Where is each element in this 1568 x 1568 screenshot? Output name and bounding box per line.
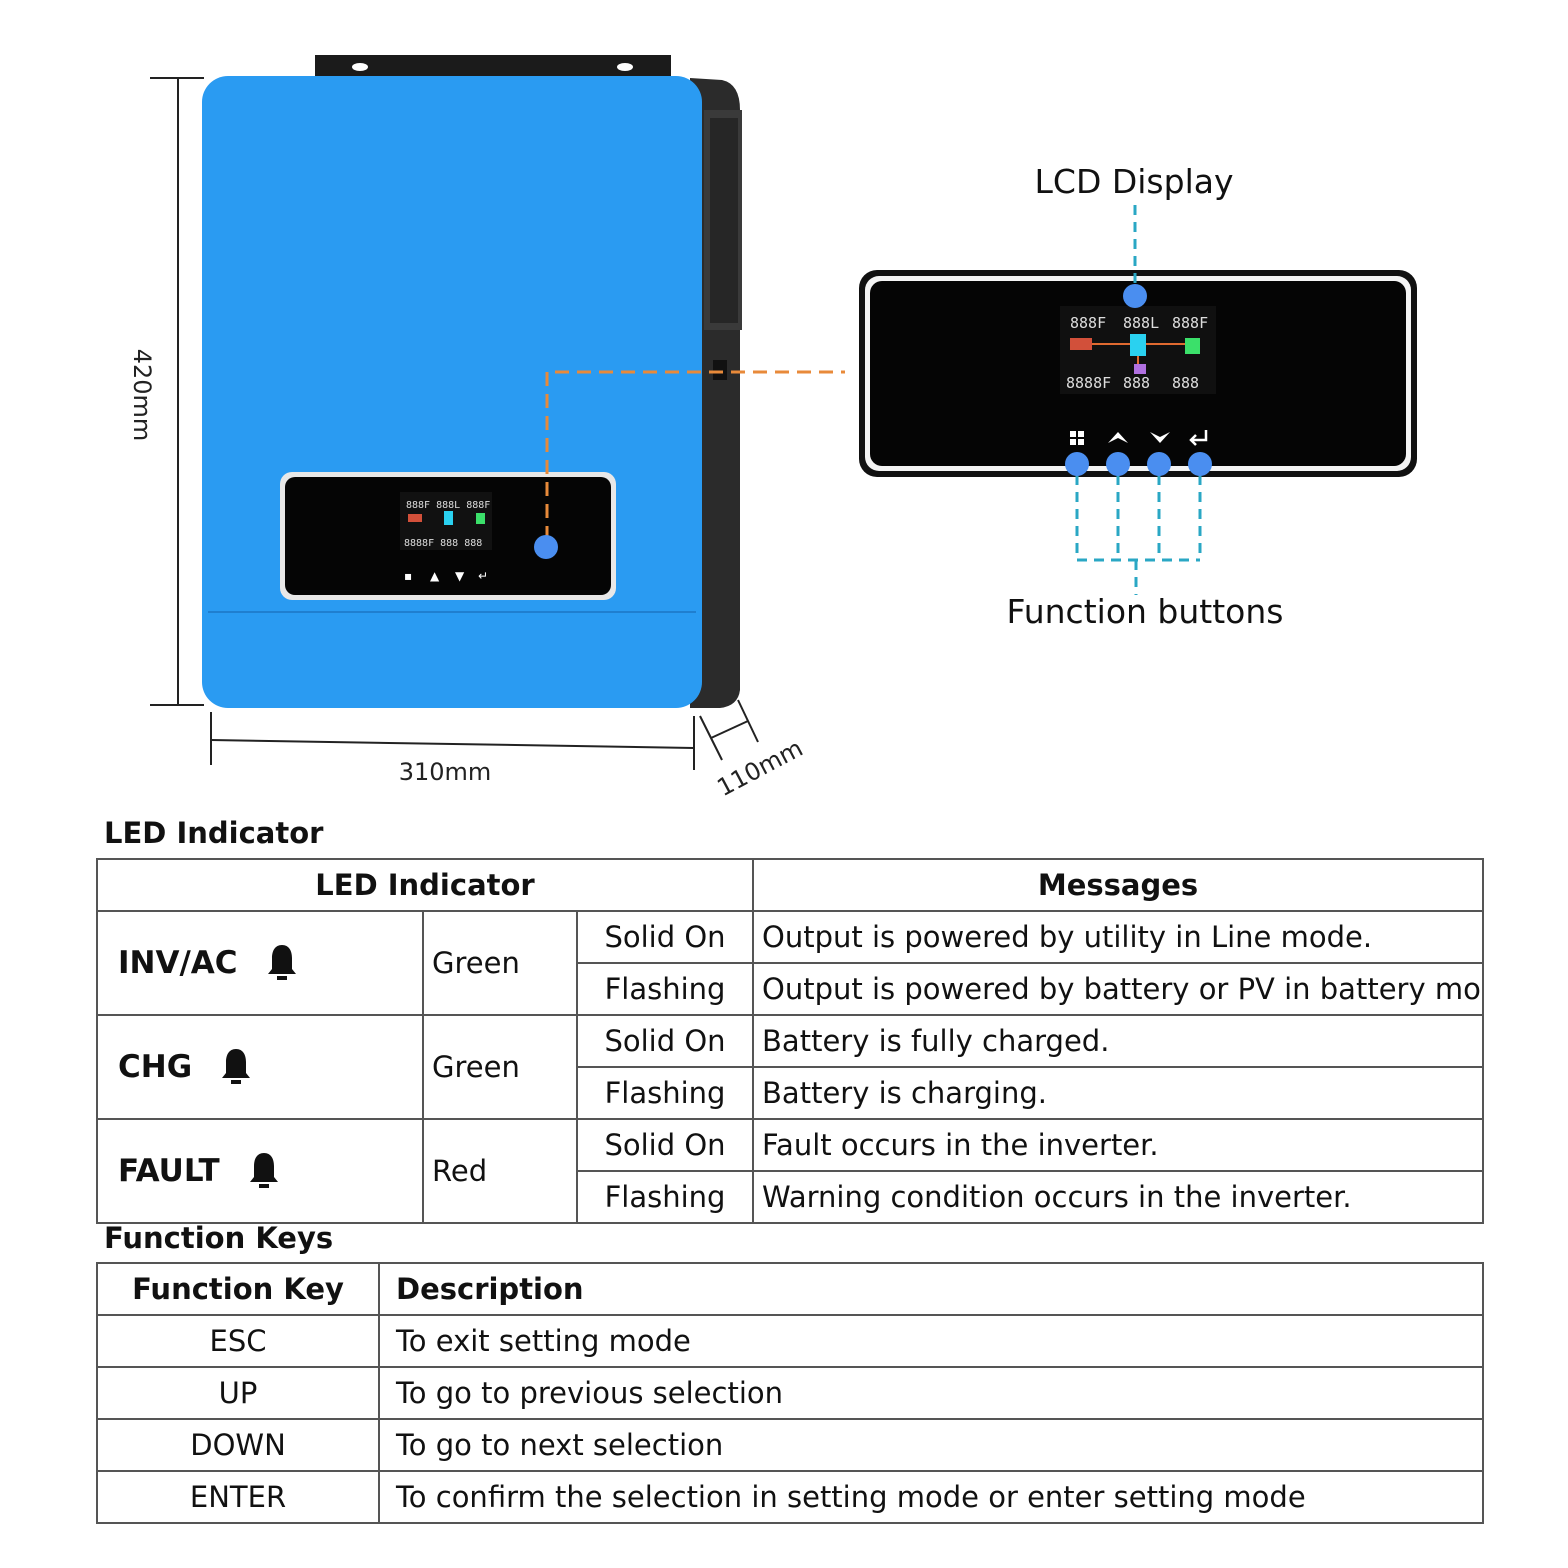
function-keys-title: Function Keys: [104, 1221, 334, 1255]
led-message-cell: Battery is fully charged.: [752, 1014, 1485, 1068]
svg-text:8888F 888 888: 8888F 888 888: [404, 538, 482, 549]
svg-text:888F 888L 888F: 888F 888L 888F: [406, 500, 490, 511]
table-header-row: LED Indicator Messages: [95, 858, 1485, 912]
led-name-cell: CHG: [96, 1014, 424, 1120]
function-description-cell: To exit setting mode: [378, 1314, 1484, 1368]
table-row: FAULT Red Solid On Fault occurs in the i…: [96, 1118, 1485, 1224]
indicator-dot: [534, 535, 558, 559]
function-key-cell: ESC: [96, 1314, 380, 1368]
led-color-cell: Green: [422, 910, 578, 1016]
messages-header: Messages: [752, 858, 1485, 912]
enter-button[interactable]: [1188, 452, 1212, 476]
table-row: UP To go to previous selection: [96, 1366, 1484, 1420]
table-row: Flashing Warning condition occurs in the…: [97, 1170, 1485, 1224]
led-state-cell: Solid On: [575, 1118, 755, 1172]
led-message-cell: Fault occurs in the inverter.: [752, 1118, 1485, 1172]
led-message-cell: Battery is charging.: [752, 1066, 1485, 1120]
height-dimension: 420mm: [128, 348, 156, 442]
svg-text:▼: ▼: [455, 569, 465, 583]
led-message-cell: Output is powered by utility in Line mod…: [752, 910, 1485, 964]
menu-grid-icon: [1070, 431, 1084, 445]
lcd-segment-6: 888: [1172, 374, 1199, 392]
function-description-cell: To go to next selection: [378, 1418, 1484, 1472]
dimension-lines: [150, 77, 759, 770]
led-state-cell: Flashing: [575, 1066, 755, 1120]
up-button[interactable]: [1106, 452, 1130, 476]
table-row: Flashing Battery is charging.: [97, 1066, 1485, 1120]
table-row: CHG Green Solid On Battery is fully char…: [96, 1014, 1485, 1120]
led-name: FAULT: [118, 1153, 220, 1189]
lcd-segment-2: 888L: [1123, 314, 1159, 332]
svg-text:▪: ▪: [404, 569, 412, 583]
led-bell-icon: [267, 945, 296, 980]
esc-button[interactable]: [1065, 452, 1089, 476]
down-arrow-icon: [1150, 432, 1170, 443]
table-row: INV/AC Green Solid On Output is powered …: [96, 910, 1485, 1016]
function-description-cell: To confirm the selection in setting mode…: [378, 1470, 1484, 1524]
lcd-callout: [1123, 205, 1147, 308]
lcd-segment-1: 888F: [1070, 314, 1106, 332]
function-key-cell: DOWN: [96, 1418, 380, 1472]
buttons-callout: [1065, 452, 1212, 595]
callout-connector: [545, 370, 845, 540]
led-name: INV/AC: [118, 945, 238, 981]
led-name-cell: FAULT: [96, 1118, 424, 1224]
device-front-panel: [202, 76, 702, 708]
function-key-cell: ENTER: [96, 1470, 380, 1524]
lcd-display-label: LCD Display: [1034, 162, 1234, 201]
table-row: Flashing Output is powered by battery or…: [97, 962, 1485, 1016]
function-keys-table: Function Key Description ESC To exit set…: [96, 1262, 1484, 1524]
device-lcd-panel: 888F 888L 888F 8888F 888 888 ▪ ▲ ▼ ↵: [280, 472, 616, 600]
led-bell-icon: [249, 1153, 278, 1188]
led-indicator-header: LED Indicator: [95, 858, 755, 912]
mounting-bracket: [315, 55, 671, 77]
led-state-cell: Solid On: [575, 910, 755, 964]
led-indicator-table: LED Indicator Messages INV/AC Green Soli…: [95, 858, 1485, 1224]
device-side: [690, 78, 742, 708]
lcd-enlarged: 888F 888L 888F 8888F 888 888: [859, 270, 1417, 477]
table-row: ENTER To confirm the selection in settin…: [96, 1470, 1484, 1524]
function-buttons-label: Function buttons: [1006, 592, 1284, 631]
led-color-cell: Red: [422, 1118, 578, 1224]
svg-text:▲: ▲: [430, 569, 440, 583]
led-state-cell: Flashing: [575, 1170, 755, 1224]
table-header-row: Function Key Description: [96, 1262, 1484, 1316]
lcd-segment-3: 888F: [1172, 314, 1208, 332]
inverter-diagram: 888F 888L 888F 8888F 888 888 ▪ ▲ ▼ ↵ 888…: [150, 55, 1417, 770]
function-key-header: Function Key: [96, 1262, 380, 1316]
table-row: ESC To exit setting mode: [96, 1314, 1484, 1368]
led-name: CHG: [118, 1049, 193, 1085]
lcd-segment-4: 8888F: [1066, 374, 1111, 392]
led-message-cell: Warning condition occurs in the inverter…: [752, 1170, 1485, 1224]
width-dimension: 310mm: [398, 758, 492, 786]
led-state-cell: Solid On: [575, 1014, 755, 1068]
led-name-cell: INV/AC: [96, 910, 424, 1016]
led-bell-icon: [222, 1049, 251, 1084]
table-row: DOWN To go to next selection: [96, 1418, 1484, 1472]
down-button[interactable]: [1147, 452, 1171, 476]
function-key-cell: UP: [96, 1366, 380, 1420]
svg-text:↵: ↵: [478, 569, 488, 583]
lcd-segment-5: 888: [1123, 374, 1150, 392]
function-description-cell: To go to previous selection: [378, 1366, 1484, 1420]
led-section-title: LED Indicator: [104, 816, 324, 850]
led-message-cell: Output is powered by battery or PV in ba…: [752, 962, 1485, 1016]
up-arrow-icon: [1108, 432, 1128, 443]
led-state-cell: Flashing: [575, 962, 755, 1016]
description-header: Description: [378, 1262, 1484, 1316]
enter-icon: [1189, 430, 1208, 446]
led-color-cell: Green: [422, 1014, 578, 1120]
